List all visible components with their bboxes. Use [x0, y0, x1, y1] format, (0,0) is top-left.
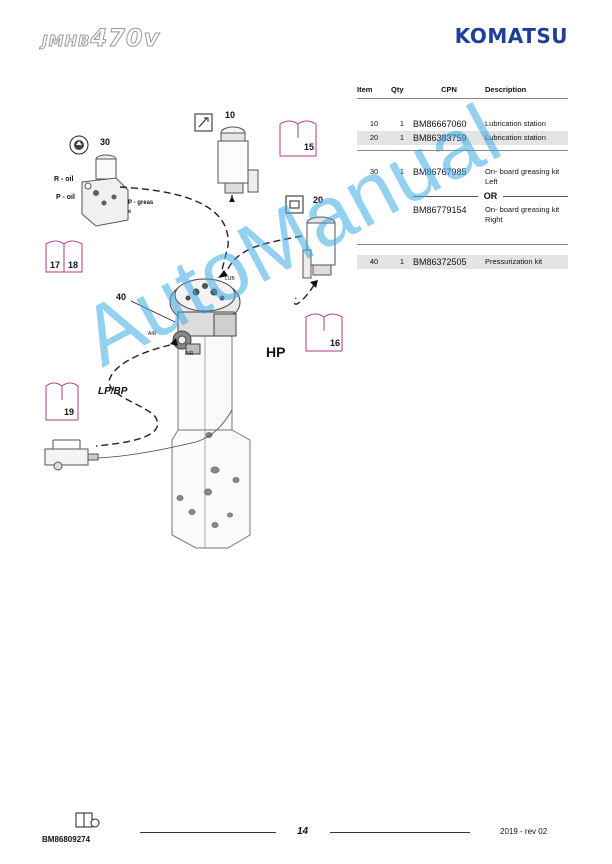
r-oil-label: R - oil — [54, 176, 74, 183]
lpbp-label: LP/BP — [98, 386, 128, 397]
row-item: 10 — [369, 119, 379, 128]
greasing-kit-30 — [81, 154, 129, 227]
row-item: 20 — [357, 131, 391, 145]
table-row: 10 1 BM86667060 Lubrication station — [357, 117, 568, 131]
or-line-right — [503, 195, 568, 197]
model-number: 470v — [90, 24, 161, 53]
hammer-head — [169, 278, 241, 355]
hammer-body — [171, 334, 251, 549]
brand-logo: KOMATSU — [454, 24, 568, 48]
table-header-row: Item Qty CPN Description — [357, 83, 568, 99]
footer-line-left — [140, 832, 276, 833]
p-oil-label: P - oil — [56, 194, 75, 201]
row-qty: 1 — [391, 255, 413, 269]
row-description: Lubrication station — [485, 131, 568, 145]
row-cpn: BM86779154 — [413, 205, 467, 215]
table-row: 30 1 BM86767985 On- board greasing kit L… — [357, 165, 568, 189]
book-ref-17: 17 — [50, 260, 61, 270]
model-prefix: JMHB — [42, 32, 91, 51]
or-label: OR — [483, 191, 498, 201]
lub-label: LUB — [225, 276, 235, 282]
row-item: 40 — [357, 255, 391, 269]
row-cpn: BM86667060 — [413, 119, 467, 129]
arrowheads — [170, 196, 318, 346]
lubrication-station-20 — [302, 216, 336, 279]
callout-10: 10 — [225, 110, 236, 120]
grease-gun-icon — [69, 135, 89, 155]
header-qty: Qty — [391, 83, 413, 99]
row-description: On- board greasing kit Right — [485, 205, 560, 224]
table-row: 20 1 BM86383759 Lubrication station — [357, 131, 568, 145]
callout-40-leader — [130, 300, 176, 323]
p-grease-label-tail: e — [128, 209, 132, 215]
row-cpn: BM86383759 — [413, 131, 485, 145]
row-cpn: BM86767985 — [413, 167, 467, 177]
header-item: Item — [357, 83, 391, 99]
hose-greasing-to-hammer — [119, 186, 229, 271]
row-description: Pressurization kit — [485, 255, 568, 269]
air-label-1: AIR — [148, 331, 157, 337]
row-cpn: BM86372505 — [413, 255, 485, 269]
lube-station-icon — [194, 113, 213, 132]
book-ref-16: 16 — [330, 338, 341, 348]
book-icon-17-18 — [45, 240, 83, 273]
model-title: JMHB470v — [42, 24, 161, 53]
hose-station-20-top — [225, 235, 303, 273]
book-icon-19 — [45, 382, 79, 421]
p-grease-label: P - greas — [128, 200, 154, 206]
hose-air-to-kit — [95, 344, 171, 447]
air-line — [97, 409, 233, 459]
footer-line-right — [330, 832, 470, 833]
footer-document-code: BM86809274 — [42, 835, 91, 844]
table-row: 40 1 BM86372505 Pressurization kit — [357, 255, 568, 269]
lubrication-station-10 — [217, 126, 259, 194]
manual-book-references — [45, 120, 343, 421]
row-qty: 1 — [391, 131, 413, 145]
or-line-left — [413, 195, 478, 197]
header-description: Description — [485, 83, 568, 99]
header-cpn: CPN — [413, 83, 485, 99]
book-ref-18: 18 — [68, 260, 79, 270]
table-row: BM86779154 On- board greasing kit Right — [357, 203, 568, 227]
book-icon-15 — [279, 120, 317, 157]
row-description: On- board greasing kit Left — [485, 167, 560, 186]
footer-revision-date: 2019 - rev 02 — [500, 827, 548, 836]
air-label-2: AIR — [185, 351, 194, 357]
book-ref-15: 15 — [304, 142, 315, 152]
filter-icon — [285, 195, 304, 214]
parts-table: Item Qty CPN Description 10 1 BM86667060… — [357, 83, 568, 269]
operator-manual-icon — [75, 812, 100, 828]
callout-30: 30 — [100, 137, 111, 147]
row-item: 30 — [369, 167, 379, 176]
row-qty: 1 — [399, 167, 405, 176]
book-icon-16 — [305, 313, 343, 352]
callout-40: 40 — [116, 292, 127, 302]
page-number: 14 — [297, 826, 309, 837]
or-separator-row: OR — [357, 189, 568, 203]
row-qty: 1 — [399, 119, 405, 128]
pressurization-kit — [44, 439, 99, 471]
hp-label: HP — [266, 344, 286, 360]
row-description: Lubrication station — [485, 119, 546, 128]
book-ref-19: 19 — [64, 407, 75, 417]
callout-20: 20 — [313, 195, 324, 205]
hose-station-20-bottom — [293, 284, 315, 305]
